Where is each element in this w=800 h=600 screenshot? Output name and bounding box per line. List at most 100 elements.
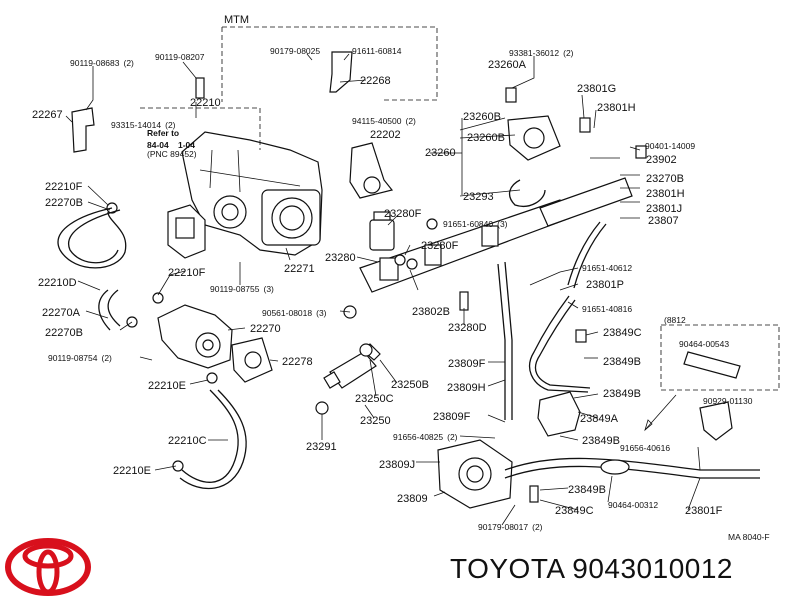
callout-label: 90119-08683 xyxy=(70,58,120,68)
callout-label: 90561-08018 xyxy=(262,308,312,318)
callout-label: 90119-08755 xyxy=(210,284,260,294)
callout-label: 23260A xyxy=(488,59,527,71)
callout-label: 22210F xyxy=(45,181,83,193)
callout-label: 90464-00543 xyxy=(679,339,729,349)
callout-label: 23809F xyxy=(448,358,486,370)
callout-quantity: (2) xyxy=(101,353,112,363)
callout-label: 23260B xyxy=(467,132,505,144)
callout-quantity: (2) xyxy=(532,522,543,532)
callout-label: 23250 xyxy=(360,415,391,427)
callout-label: 23801H xyxy=(646,188,685,200)
callout-label: 23849C xyxy=(603,327,642,339)
callout-label: 90179-08025 xyxy=(270,46,320,56)
callout-label: 23291 xyxy=(306,441,337,453)
clamp-90929 xyxy=(699,401,733,441)
callout-label: 90929-01130 xyxy=(703,396,753,406)
idle-air-control-valve xyxy=(157,304,233,369)
check-valve-23849 xyxy=(537,391,581,437)
logo-stem xyxy=(36,549,60,595)
hoses xyxy=(57,179,546,490)
pressure-regulator xyxy=(369,211,395,251)
callout-label: 23849B xyxy=(603,388,641,400)
callout-label: 23280F xyxy=(421,240,459,252)
callout-label: 93315-14014 xyxy=(111,120,161,130)
callout-label: 23849B xyxy=(568,484,606,496)
callout-quantity: (2) xyxy=(165,120,176,130)
callout-label: 22268 xyxy=(360,75,391,87)
callout-label: 91656-40616 xyxy=(620,443,670,453)
callout-label: 22270 xyxy=(250,323,281,335)
inset-box xyxy=(660,324,780,391)
callout-label: 22267 xyxy=(32,109,63,121)
callout-label: 23802B xyxy=(412,306,450,318)
callout-label: 23270B xyxy=(646,173,684,185)
callout-label: 23293 xyxy=(463,191,494,203)
throttle-position-sensor xyxy=(167,204,206,259)
callout-label: 91656-40825 xyxy=(393,432,443,442)
callout-quantity: (2) xyxy=(123,58,134,68)
gasket-22278 xyxy=(231,337,273,383)
inset-clip xyxy=(683,351,741,379)
callout-label: 23902 xyxy=(646,154,677,166)
callout-label: 22278 xyxy=(282,356,313,368)
callout-label: 91611-60814 xyxy=(352,46,402,56)
fuel-delivery-pipe xyxy=(359,177,633,293)
callout-label: 91651-40816 xyxy=(582,304,632,314)
callout-label: 23801P xyxy=(586,279,624,291)
callout-label: 22270B xyxy=(45,197,83,209)
callout-quantity: (3) xyxy=(263,284,274,294)
logo-crossbar xyxy=(22,543,74,569)
callout-quantity: (3) xyxy=(316,308,327,318)
bracket-22268 xyxy=(329,51,353,93)
callout-label: 23849B xyxy=(582,435,620,447)
callout-label: 23250B xyxy=(391,379,429,391)
fuel-pipes xyxy=(497,221,760,479)
callout-label: 22270A xyxy=(42,307,81,319)
callout-label: 90179-08017 xyxy=(478,522,528,532)
callout-label: 94115-40500 xyxy=(352,116,402,126)
callout-label: 90401-14009 xyxy=(645,141,695,151)
callout-label: 23250C xyxy=(355,393,394,405)
callout-label: 22210 xyxy=(190,97,221,109)
callout-label: 90464-00312 xyxy=(608,500,658,510)
callout-label: 23280D xyxy=(448,322,487,334)
callout-label: 23801F xyxy=(685,505,723,517)
mtm-box-title: MTM xyxy=(224,14,249,26)
callout-label: 22210C xyxy=(168,435,207,447)
footer-code: MA 8040-F xyxy=(728,532,770,542)
callout-label: 90119-08207 xyxy=(155,52,205,62)
refer-line-2: 84-04 xyxy=(147,140,169,150)
callout-label: 22271 xyxy=(284,263,315,275)
callout-label: 23260 xyxy=(425,147,456,159)
callout-label: 23801H xyxy=(597,102,636,114)
callout-label: 22202 xyxy=(370,129,401,141)
toyota-logo xyxy=(5,538,91,596)
callout-quantity: (3) xyxy=(497,219,508,229)
callout-label: 22210F xyxy=(168,267,206,279)
fuel-pump-assembly xyxy=(437,439,513,509)
callout-quantity: (2) xyxy=(563,48,574,58)
callout-label: 23809F xyxy=(433,411,471,423)
callout-quantity: (2) xyxy=(405,116,416,126)
callout-label: 23809H xyxy=(447,382,486,394)
callout-label: 23280 xyxy=(325,252,356,264)
callout-label: 93381-36012 xyxy=(509,48,559,58)
mtm-box xyxy=(221,26,438,102)
refer-line-3: (PNC 89452) xyxy=(147,149,197,159)
callout-label: 23809 xyxy=(397,493,428,505)
callout-label: 91651-60840 xyxy=(443,219,493,229)
callout-label: 23849C xyxy=(555,505,594,517)
throttle-body-assembly xyxy=(181,131,323,256)
callout-label: 23260B xyxy=(463,111,501,123)
refer-line-2b: 1-04 xyxy=(178,140,195,150)
leader-lines xyxy=(65,53,701,526)
callout-label: 22210E xyxy=(113,465,151,477)
callout-label: 23849A xyxy=(580,413,619,425)
cold-start-injector xyxy=(507,115,561,161)
callout-label: 90119-08754 xyxy=(48,353,98,363)
callout-label: 91651-40612 xyxy=(582,263,632,273)
bolts xyxy=(195,77,647,503)
callout-label: 23801J xyxy=(646,203,682,215)
